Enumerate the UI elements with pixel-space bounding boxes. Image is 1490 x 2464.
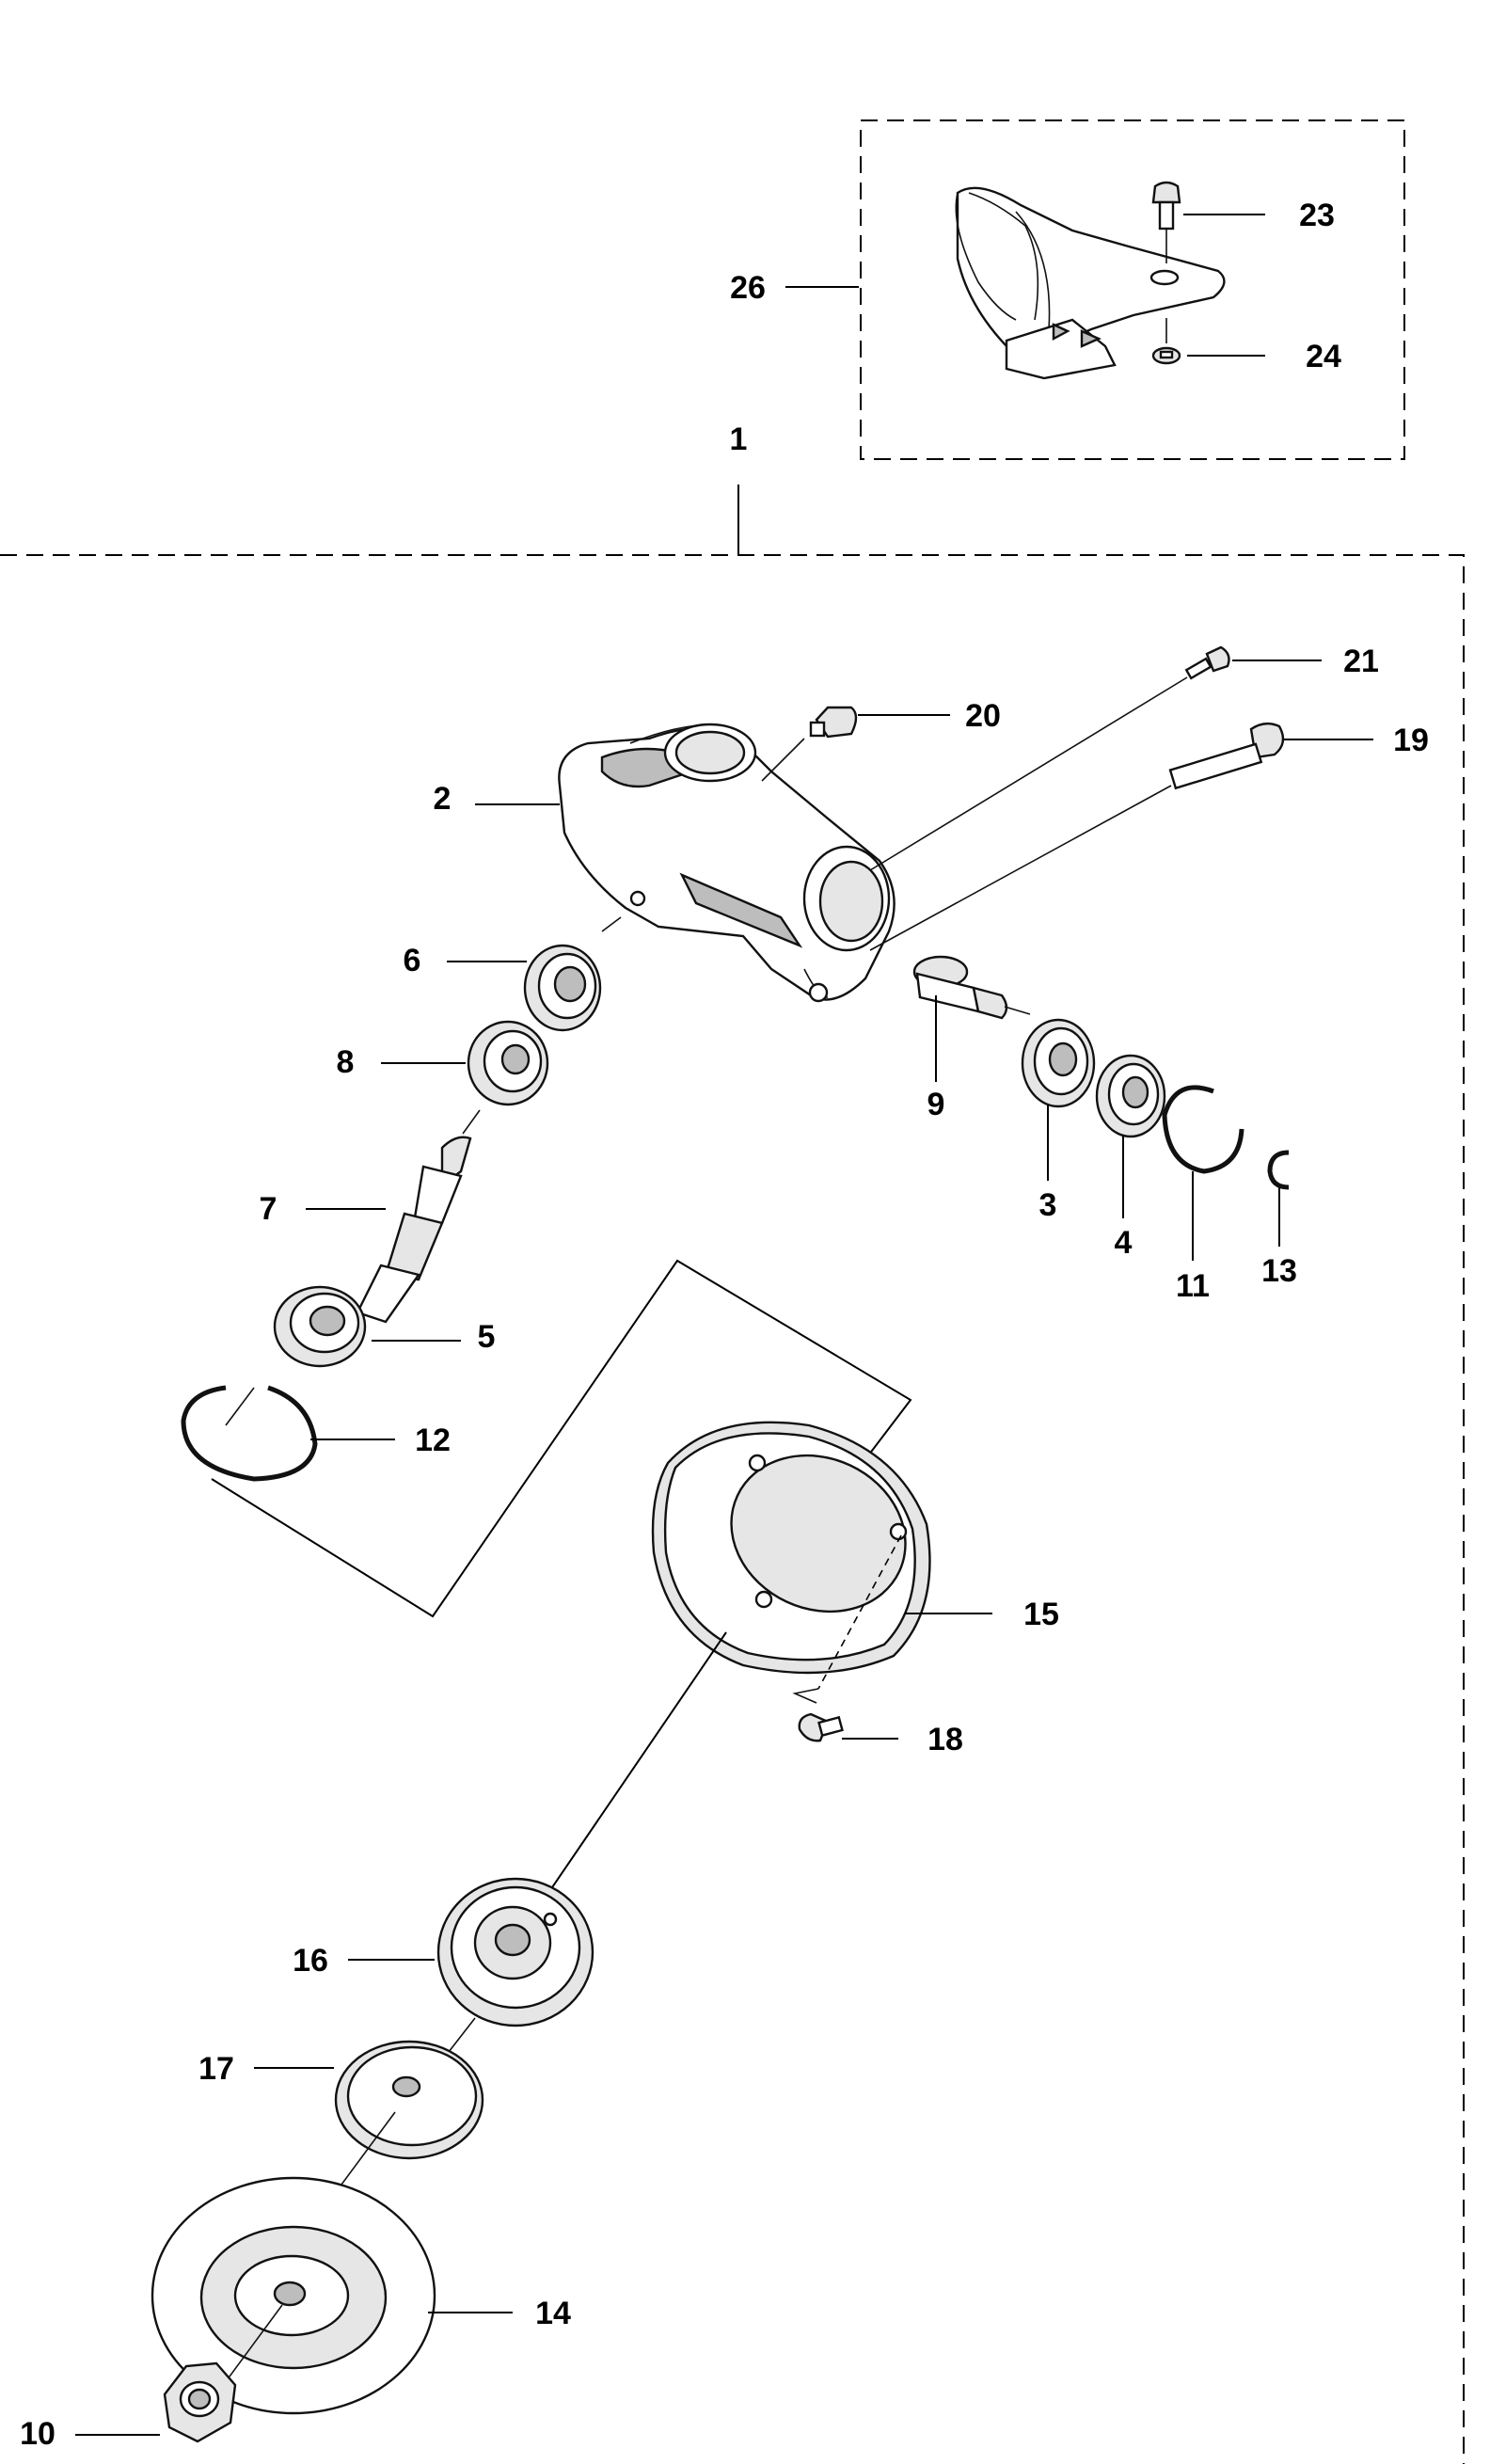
label-9: 9 bbox=[927, 1087, 945, 1122]
label-2: 2 bbox=[434, 781, 452, 817]
assembly-line-15 bbox=[211, 1259, 912, 1618]
label-11: 11 bbox=[1176, 1268, 1210, 1304]
part-17-washer bbox=[334, 2017, 484, 2160]
label-26: 26 bbox=[730, 270, 766, 306]
part-26-guard-bracket bbox=[955, 186, 1226, 380]
label-3: 3 bbox=[1039, 1187, 1057, 1223]
part-19-bolt bbox=[869, 722, 1285, 951]
part-13-clip bbox=[1267, 1150, 1290, 1190]
label-24: 24 bbox=[1306, 339, 1341, 374]
label-1: 1 bbox=[730, 421, 748, 457]
part-23-screw bbox=[1151, 181, 1181, 263]
part-16-flange bbox=[436, 1877, 594, 2027]
part-2-gear-housing bbox=[558, 723, 896, 1003]
label-16: 16 bbox=[293, 1943, 328, 1979]
label-18: 18 bbox=[927, 1722, 963, 1757]
label-10: 10 bbox=[20, 2416, 55, 2452]
part-21-screw bbox=[869, 645, 1230, 871]
label-14: 14 bbox=[535, 2296, 571, 2331]
part-5-bearing bbox=[273, 1285, 367, 1368]
part-11-circlip bbox=[1162, 1085, 1244, 1174]
kit-26-boundary bbox=[860, 119, 1405, 460]
part-18-screw bbox=[792, 1688, 844, 1742]
label-13: 13 bbox=[1261, 1253, 1297, 1289]
label-7: 7 bbox=[260, 1191, 277, 1227]
kit-1-boundary bbox=[0, 554, 1465, 2464]
part-8-bearing bbox=[462, 1020, 549, 1135]
part-20-screw bbox=[761, 706, 858, 782]
part-6-bearing bbox=[523, 916, 622, 1032]
part-10-nut bbox=[163, 2304, 283, 2443]
label-8: 8 bbox=[337, 1044, 355, 1080]
label-23: 23 bbox=[1299, 198, 1335, 233]
label-5: 5 bbox=[478, 1319, 496, 1355]
label-21: 21 bbox=[1343, 644, 1379, 679]
part-24-nut bbox=[1151, 318, 1181, 365]
label-19: 19 bbox=[1393, 723, 1429, 758]
label-4: 4 bbox=[1115, 1225, 1133, 1261]
part-4-bearing bbox=[1095, 1054, 1166, 1138]
part-12-circlip bbox=[181, 1385, 318, 1482]
label-17: 17 bbox=[198, 2051, 234, 2087]
label-15: 15 bbox=[1023, 1597, 1059, 1632]
label-12: 12 bbox=[415, 1423, 451, 1458]
part-15-cover bbox=[651, 1421, 931, 1690]
part-7-shaft bbox=[338, 1136, 472, 1337]
part-9-spindle bbox=[912, 955, 1031, 1020]
label-20: 20 bbox=[965, 698, 1001, 734]
part-3-bearing bbox=[1021, 1018, 1096, 1108]
part-14-support-cup bbox=[151, 2111, 436, 2415]
label-6: 6 bbox=[404, 943, 421, 978]
